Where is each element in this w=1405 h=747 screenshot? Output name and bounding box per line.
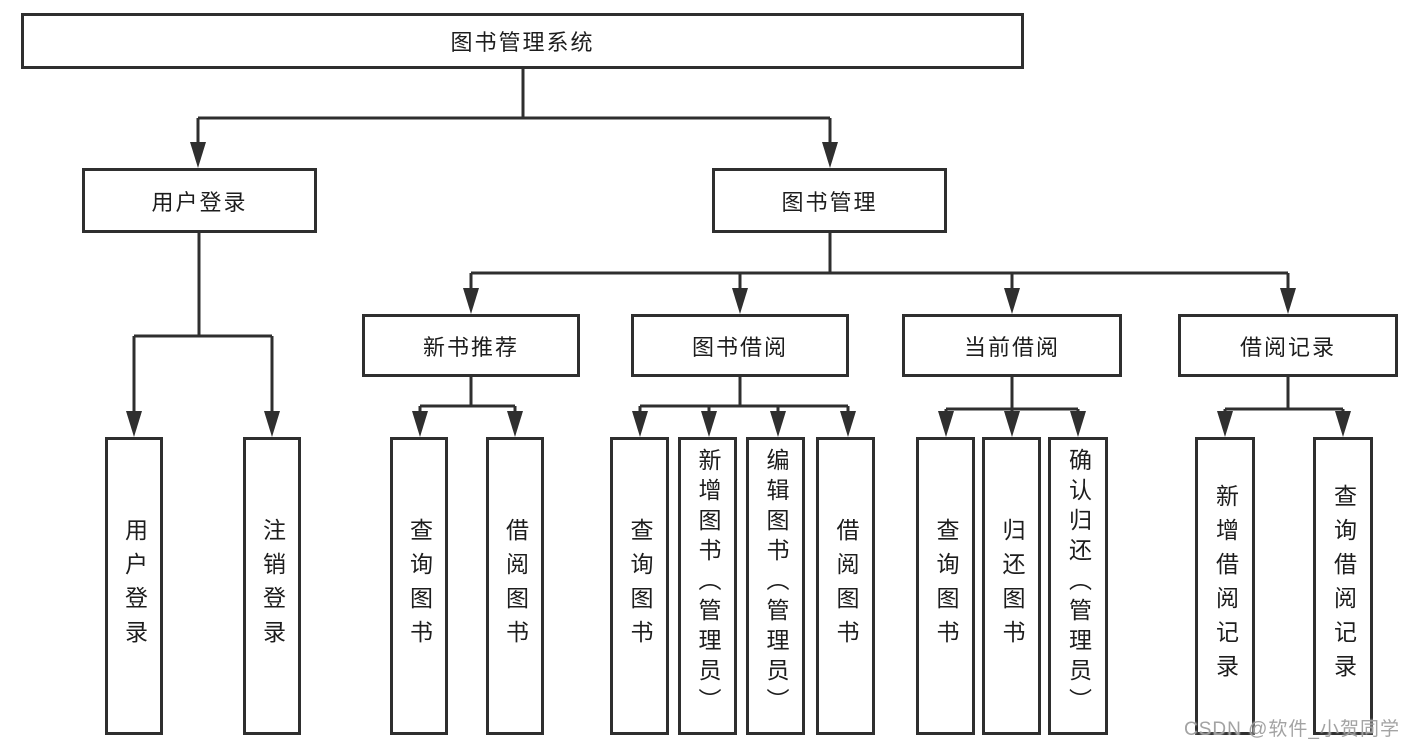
- leaf-logout: 注销登录: [243, 437, 301, 735]
- arrowhead: [1335, 411, 1351, 437]
- connector-current-borrow: [944, 377, 1080, 413]
- arrowhead: [1070, 411, 1086, 437]
- leaf-query-book-2-label: 查询图书: [627, 518, 653, 654]
- node-user-login: 用户登录: [82, 168, 317, 233]
- leaf-user-login-label: 用户登录: [121, 518, 148, 654]
- arrowhead: [822, 142, 838, 168]
- leaf-confirm-return-admin: 确认归还（管理员）: [1048, 437, 1108, 735]
- leaf-add-book-admin-label: 新增图书（管理员）: [695, 448, 721, 718]
- leaf-borrow-book-2: 借阅图书: [816, 437, 875, 735]
- arrowhead: [632, 411, 648, 437]
- arrowhead: [732, 288, 748, 314]
- node-book-borrow: 图书借阅: [631, 314, 849, 377]
- node-book-management-label: 图书管理: [781, 189, 878, 215]
- arrowhead: [938, 411, 954, 437]
- leaf-return-book: 归还图书: [982, 437, 1041, 735]
- leaf-query-book-3: 查询图书: [916, 437, 975, 735]
- node-current-borrow-label: 当前借阅: [963, 334, 1060, 360]
- leaf-return-book-label: 归还图书: [999, 518, 1025, 654]
- connector-borrow-records: [1223, 377, 1345, 413]
- arrowhead: [126, 411, 142, 437]
- arrowhead: [1004, 288, 1020, 314]
- node-current-borrow: 当前借阅: [902, 314, 1122, 377]
- leaf-query-book-3-label: 查询图书: [933, 518, 959, 654]
- leaf-query-book-1-label: 查询图书: [406, 518, 433, 654]
- leaf-edit-book-admin-label: 编辑图书（管理员）: [763, 448, 789, 718]
- leaf-add-borrow-record-label: 新增借阅记录: [1212, 484, 1239, 688]
- node-borrow-records: 借阅记录: [1178, 314, 1398, 377]
- arrowhead: [412, 411, 428, 437]
- arrowhead: [1217, 411, 1233, 437]
- connector-root: [196, 69, 832, 146]
- leaf-logout-label: 注销登录: [259, 518, 286, 654]
- leaf-query-book-1: 查询图书: [390, 437, 448, 735]
- connector-new-book: [418, 377, 517, 413]
- arrowhead: [1280, 288, 1296, 314]
- node-new-book-recommend: 新书推荐: [362, 314, 580, 377]
- node-user-login-label: 用户登录: [151, 189, 248, 215]
- connector-user-login: [132, 233, 274, 413]
- csdn-watermark: CSDN @软件_小贺同学: [1184, 719, 1400, 740]
- connector-book-management: [469, 233, 1290, 290]
- leaf-confirm-return-admin-label: 确认归还（管理员）: [1065, 448, 1092, 718]
- arrowhead: [701, 411, 717, 437]
- leaf-query-borrow-record: 查询借阅记录: [1313, 437, 1373, 735]
- leaf-edit-book-admin: 编辑图书（管理员）: [746, 437, 805, 735]
- arrowhead: [463, 288, 479, 314]
- connector-book-borrow: [638, 377, 850, 413]
- leaf-add-borrow-record: 新增借阅记录: [1195, 437, 1255, 735]
- leaf-borrow-book-1-label: 借阅图书: [502, 518, 529, 654]
- arrowhead: [264, 411, 280, 437]
- node-new-book-recommend-label: 新书推荐: [422, 334, 519, 360]
- node-root-label: 图书管理系统: [450, 30, 595, 55]
- arrowhead: [190, 142, 206, 168]
- node-book-management: 图书管理: [712, 168, 947, 233]
- leaf-query-book-2: 查询图书: [610, 437, 669, 735]
- leaf-borrow-book-2-label: 借阅图书: [833, 518, 859, 654]
- leaf-query-borrow-record-label: 查询借阅记录: [1330, 484, 1357, 688]
- arrowhead: [1004, 411, 1020, 437]
- leaf-borrow-book-1: 借阅图书: [486, 437, 544, 735]
- arrowhead: [840, 411, 856, 437]
- arrowhead: [770, 411, 786, 437]
- arrowhead: [507, 411, 523, 437]
- node-root: 图书管理系统: [21, 13, 1024, 69]
- leaf-user-login: 用户登录: [105, 437, 163, 735]
- node-book-borrow-label: 图书借阅: [691, 334, 788, 360]
- node-borrow-records-label: 借阅记录: [1239, 334, 1336, 360]
- leaf-add-book-admin: 新增图书（管理员）: [678, 437, 737, 735]
